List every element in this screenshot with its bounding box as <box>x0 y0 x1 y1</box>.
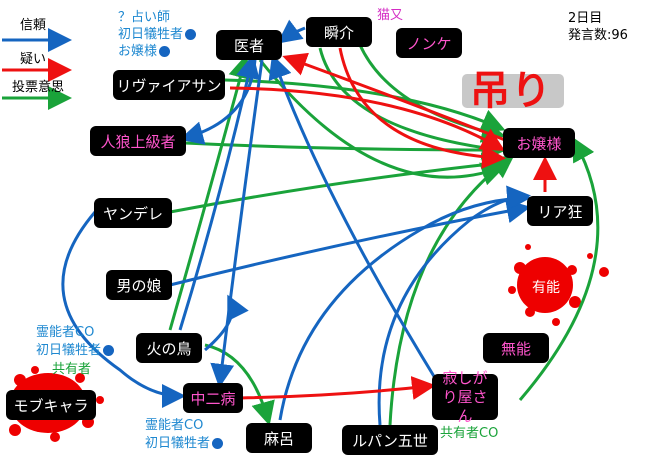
dot-icon <box>103 345 115 356</box>
node-lupin[interactable]: ルパン五世 <box>342 425 438 455</box>
vote-yandere-ojosama <box>169 152 506 214</box>
doctor-note-2: 初日犠牲者 <box>118 27 197 43</box>
node-mobu[interactable]: モブキャラ <box>6 390 96 420</box>
node-doctor[interactable]: 医者 <box>216 30 282 60</box>
legend-trust-label: 信頼 <box>20 18 47 33</box>
trust-shunsuke-doctor <box>277 19 306 44</box>
reino-note-2: 初日犠牲者 <box>36 343 115 359</box>
vote-hinotori-maro <box>204 343 275 426</box>
nekomata-label: 猫又 <box>377 8 404 23</box>
node-ojosama[interactable]: お嬢様 <box>503 128 575 158</box>
trust-sabishi-doctor <box>268 54 437 379</box>
vote-doctor-ojosama <box>258 59 506 186</box>
dot-icon <box>212 438 224 449</box>
hang-label: 吊り <box>470 68 552 114</box>
node-shunsuke[interactable]: 瞬介 <box>306 17 372 47</box>
post-count: 発言数:96 <box>568 28 628 43</box>
node-hinotori[interactable]: 火の鳥 <box>136 333 202 363</box>
doubt-rivaia-ojosama <box>229 86 506 152</box>
doubt-chuni-sabishi <box>239 376 436 400</box>
node-otokonoko[interactable]: 男の娘 <box>106 270 172 300</box>
hang-box <box>462 74 564 108</box>
maro-note-1: 霊能者CO <box>145 418 204 433</box>
day-label: 2日目 <box>568 11 603 26</box>
node-rivaia[interactable]: リヴァイアサン <box>113 70 225 100</box>
doctor-note-3: お嬢様 <box>118 44 171 60</box>
yuno-label: 有能 <box>532 280 560 296</box>
trust-yandere-chuni <box>61 211 186 408</box>
legend-vote-label: 投票意思 <box>12 80 65 95</box>
trust-otokonoko-riakyo <box>169 199 531 287</box>
trust-hinotori-lupin <box>204 294 249 352</box>
doubt-shunsuke-ojosama <box>338 47 506 169</box>
doubt-ojosama-doctor <box>282 52 506 142</box>
trust-hinotori-doctor <box>178 54 260 331</box>
dot-icon <box>159 46 171 57</box>
vote-sabishi-ojosama <box>518 136 600 401</box>
reino-note-1: 霊能者CO <box>36 325 95 340</box>
node-maro[interactable]: 麻呂 <box>246 423 312 453</box>
kyoyu-co-label: 共有者CO <box>440 426 499 441</box>
vote-rivaia-ojosama <box>224 78 506 132</box>
blood-splatter-yuno <box>508 244 609 326</box>
trust-maro-riakyo <box>278 186 531 421</box>
kyoyu-label: 共有者 <box>52 362 92 377</box>
node-munou[interactable]: 無能 <box>483 333 549 363</box>
node-chuni[interactable]: 中二病 <box>183 383 243 413</box>
node-sabishi[interactable]: 寂しがり屋さん <box>432 369 498 425</box>
doctor-note-1: ？占い師 <box>118 10 171 25</box>
maro-note-2: 初日犠牲者 <box>145 436 224 452</box>
node-jinro[interactable]: 人狼上級者 <box>90 126 186 156</box>
vote-hinotori-doctor <box>168 54 252 331</box>
trust-lupin-riakyo <box>377 185 531 426</box>
node-riakyo[interactable]: リア狂 <box>527 196 593 226</box>
trust-doctor-chuni <box>210 59 264 388</box>
node-nonke[interactable]: ノンケ <box>396 28 462 58</box>
legend-doubt-label: 疑い <box>20 52 47 67</box>
dot-icon <box>185 29 197 40</box>
node-yandere[interactable]: ヤンデレ <box>94 198 172 228</box>
